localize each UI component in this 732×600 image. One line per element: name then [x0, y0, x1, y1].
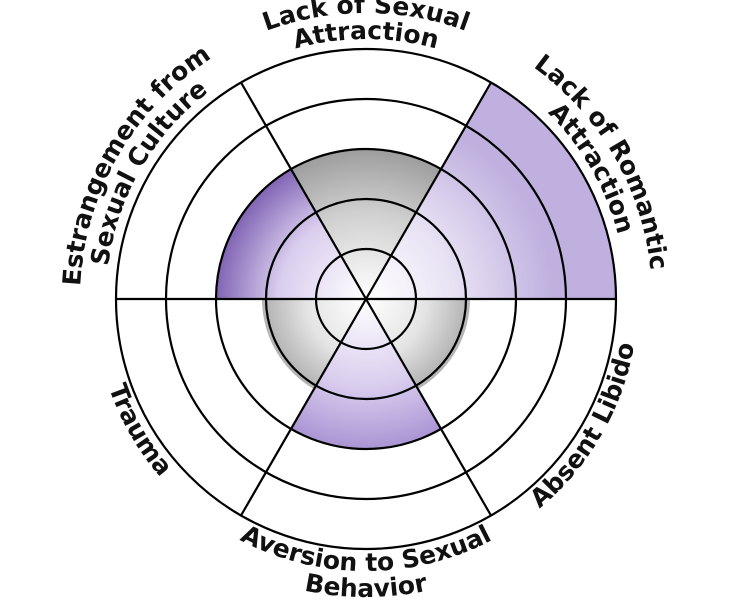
- segment-label-4-line-0: Trauma: [103, 380, 178, 482]
- wheel-grid: [114, 47, 618, 551]
- segment-label-2-line-0: Absent Libido: [524, 340, 640, 513]
- segment-fill-3: [291, 299, 441, 449]
- divider-2: [240, 81, 492, 517]
- segment-fill-1: [366, 82, 616, 300]
- segment-fill-0: [291, 149, 441, 299]
- segment-label-3-line-0: Aversion to Sexual: [237, 519, 496, 577]
